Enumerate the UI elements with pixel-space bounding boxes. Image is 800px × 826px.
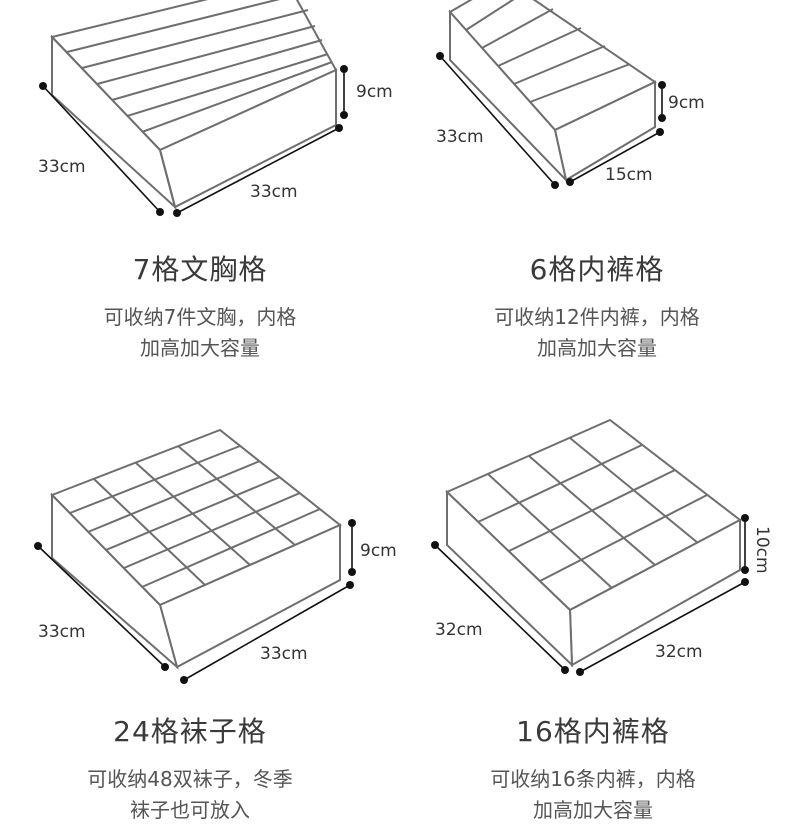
caption-24-compartment: 24格袜子格 可收纳48双袜子，冬季 袜子也可放入 <box>0 710 390 826</box>
desc-line: 加高加大容量 <box>140 336 260 360</box>
product-title: 7格文胸格 <box>132 253 268 286</box>
box-16-compartment <box>445 418 742 668</box>
desc-line: 可收纳48双袜子，冬季 <box>87 767 293 791</box>
box-7-compartment <box>50 0 338 211</box>
caption-6-compartment: 6格内裤格 可收纳12件内裤，内格 加高加大容量 <box>397 248 797 364</box>
organizer-diagram: 33cm 33cm 9cm 33cm 15cm 9cm <box>34 0 772 684</box>
dim-height-1: 9cm <box>356 82 393 102</box>
product-desc: 可收纳16条内裤，内格 加高加大容量 <box>393 764 793 826</box>
dim-bottom-4: 32cm <box>655 642 703 662</box>
dim-bottom-1: 33cm <box>250 182 298 202</box>
dim-height-3: 9cm <box>360 541 397 561</box>
dims-box-16: 32cm 32cm 10cm <box>431 514 772 676</box>
dim-height-4: 10cm <box>752 526 772 574</box>
dim-left-4: 32cm <box>435 620 483 640</box>
caption-16-compartment: 16格内裤格 可收纳16条内裤，内格 加高加大容量 <box>393 710 793 826</box>
dims-box-6: 33cm 15cm 9cm <box>436 52 705 189</box>
dim-left-2: 33cm <box>436 127 484 147</box>
dim-left-1: 33cm <box>38 157 86 177</box>
dim-bottom-3: 33cm <box>260 644 308 664</box>
desc-line: 可收纳16条内裤，内格 <box>490 767 696 791</box>
dim-height-2: 9cm <box>668 93 705 113</box>
product-title: 6格内裤格 <box>529 253 665 286</box>
desc-line: 加高加大容量 <box>537 336 657 360</box>
dims-box-7: 33cm 33cm 9cm <box>38 65 393 217</box>
dim-left-3: 33cm <box>38 622 86 642</box>
product-desc: 可收纳7件文胸，内格 加高加大容量 <box>0 302 400 364</box>
product-desc: 可收纳48双袜子，冬季 袜子也可放入 <box>0 764 390 826</box>
product-desc: 可收纳12件内裤，内格 加高加大容量 <box>397 302 797 364</box>
box-6-compartment <box>448 0 657 184</box>
desc-line: 可收纳7件文胸，内格 <box>103 305 297 329</box>
product-title: 24格袜子格 <box>113 715 267 748</box>
product-title: 16格内裤格 <box>516 715 670 748</box>
box-24-compartment <box>50 428 342 670</box>
caption-7-compartment: 7格文胸格 可收纳7件文胸，内格 加高加大容量 <box>0 248 400 364</box>
dims-box-24: 33cm 33cm 9cm <box>34 519 397 684</box>
dim-bottom-2: 15cm <box>605 165 653 185</box>
desc-line: 可收纳12件内裤，内格 <box>494 305 700 329</box>
